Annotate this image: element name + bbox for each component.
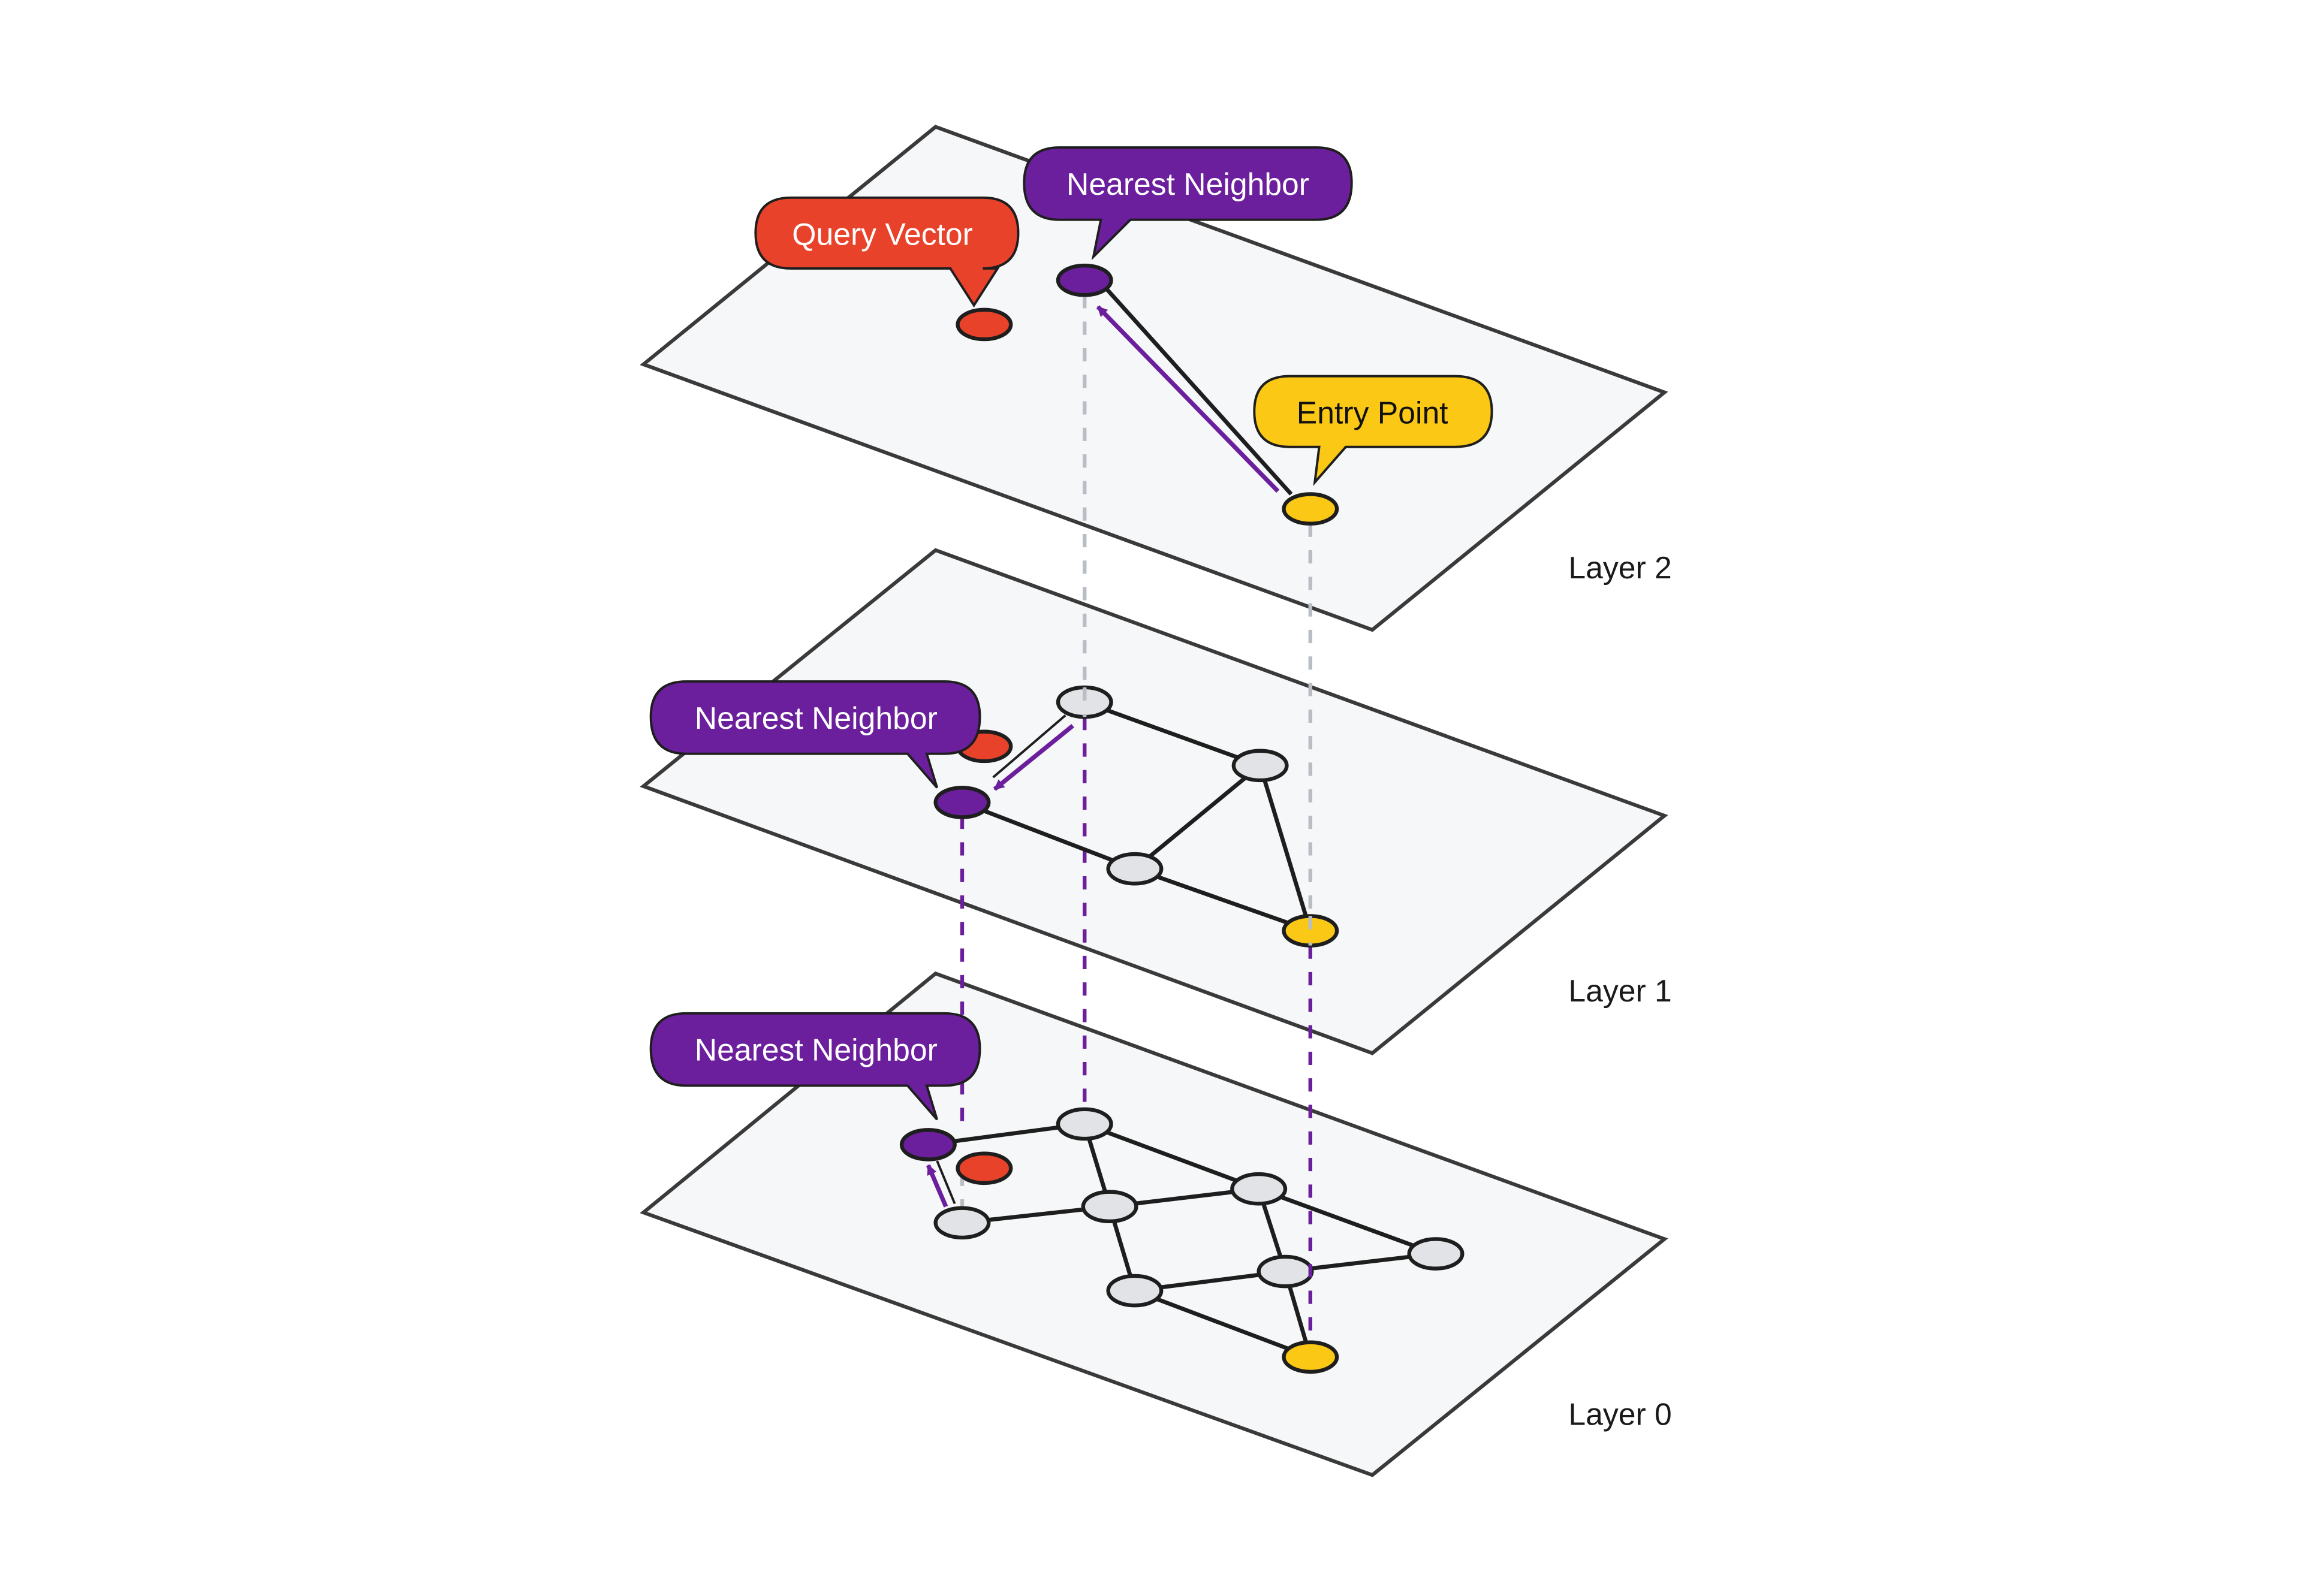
nearest-neighbor-node <box>899 1128 957 1161</box>
nearest-neighbor-node <box>933 786 991 819</box>
query-vector-callout: Query Vector <box>754 196 1020 308</box>
nearest-neighbor-node <box>1056 263 1113 297</box>
nearest-neighbor-callout-layer1: Nearest Neighbor <box>649 680 981 789</box>
layer-2-label: Layer 2 <box>1568 550 1671 585</box>
query-vector-node <box>956 1151 1013 1185</box>
nearest-neighbor-label: Nearest Neighbor <box>1066 167 1309 201</box>
search-arrow-rail <box>936 1160 956 1205</box>
layer-1-plane <box>640 548 1668 1055</box>
query-vector-label: Query Vector <box>792 217 973 252</box>
graph-edge <box>1105 288 1293 496</box>
graph-node <box>933 1206 991 1240</box>
layer-1-label: Layer 1 <box>1568 973 1671 1008</box>
layer-0-plane <box>640 971 1668 1477</box>
nearest-neighbor-callout-layer0: Nearest Neighbor <box>649 1012 981 1121</box>
graph-node <box>1106 1274 1164 1308</box>
graph-node <box>1231 749 1289 783</box>
nearest-neighbor-label: Nearest Neighbor <box>695 701 938 735</box>
graph-node <box>1257 1254 1314 1289</box>
entry-point-node <box>1282 492 1339 526</box>
layer-0-label: Layer 0 <box>1568 1397 1671 1432</box>
entry-point-label: Entry Point <box>1297 395 1448 430</box>
layer-1-edges <box>961 700 1313 933</box>
graph-node <box>1056 1107 1113 1141</box>
search-arrow <box>993 724 1074 791</box>
search-arrow-rail <box>992 714 1066 779</box>
graph-node <box>1081 1190 1138 1224</box>
nearest-neighbor-label: Nearest Neighbor <box>695 1033 938 1067</box>
entry-point-node <box>1282 1340 1339 1374</box>
graph-node <box>1407 1237 1465 1271</box>
graph-node <box>1106 852 1164 886</box>
search-arrow <box>1096 305 1280 493</box>
search-arrow <box>926 1164 948 1208</box>
entry-point-callout: Entry Point <box>1253 375 1493 486</box>
query-vector-node <box>956 307 1013 342</box>
nearest-neighbor-callout-top: Nearest Neighbor <box>1023 146 1353 261</box>
graph-node <box>1230 1172 1288 1206</box>
